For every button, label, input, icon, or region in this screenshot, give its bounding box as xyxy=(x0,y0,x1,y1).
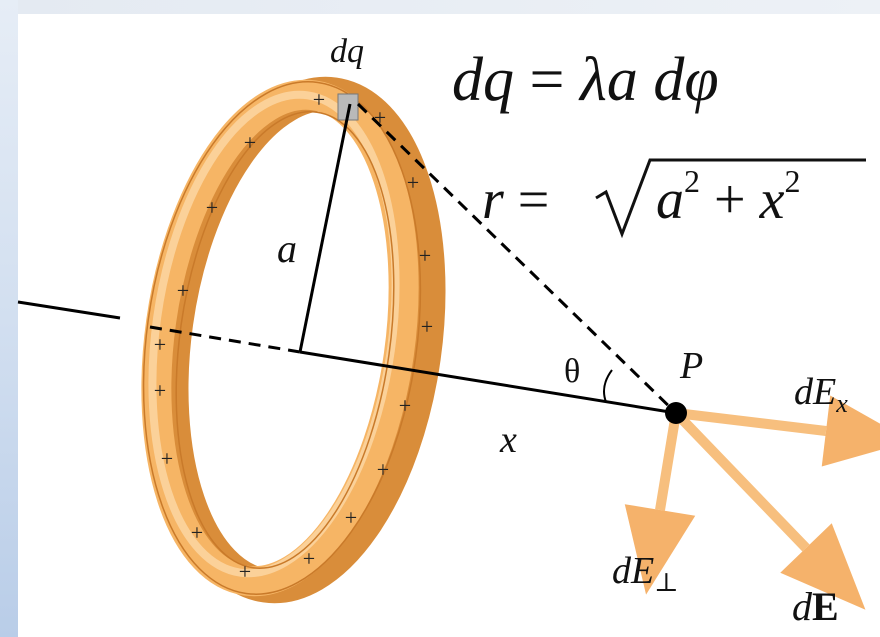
top-bar-background xyxy=(0,0,880,14)
sqrt-sign xyxy=(595,158,866,239)
label-a: a xyxy=(277,226,297,271)
plus-sign: + xyxy=(399,393,411,418)
plus-sign: + xyxy=(154,332,166,357)
plus-sign: + xyxy=(313,87,325,112)
plus-sign: + xyxy=(421,314,433,339)
plus-sign: + xyxy=(206,195,218,220)
axis-center-to-p xyxy=(299,350,677,415)
plus-sign: + xyxy=(407,170,419,195)
label-dEperp: dE⊥ xyxy=(612,550,679,597)
axis-hidden-dashed xyxy=(149,325,301,354)
label-theta: θ xyxy=(564,353,580,390)
label-x: x xyxy=(499,419,517,461)
charge-plus-signs: + + + + + + + + + + + + + + + + + xyxy=(154,87,433,584)
plus-sign: + xyxy=(191,520,203,545)
plus-sign: + xyxy=(377,457,389,482)
plus-sign: + xyxy=(345,505,357,530)
plus-sign: + xyxy=(419,243,431,268)
point-p xyxy=(665,402,687,424)
ring-inner-edge xyxy=(175,111,395,569)
r-dashed-line xyxy=(356,102,678,415)
plus-sign: + xyxy=(239,559,251,584)
ring-outer-edge xyxy=(142,81,422,595)
label-dE: dE xyxy=(792,584,839,629)
label-dq: dq xyxy=(330,33,364,70)
arrow-dEx xyxy=(675,395,880,467)
radius-line xyxy=(298,103,352,353)
plus-sign: + xyxy=(374,105,386,130)
arrow-dEperp xyxy=(624,412,696,595)
left-sidebar-gradient xyxy=(0,0,18,637)
plus-sign: + xyxy=(244,130,256,155)
plus-sign: + xyxy=(303,546,315,571)
plus-sign: + xyxy=(154,378,166,403)
arrow-dE xyxy=(672,409,866,610)
plus-sign: + xyxy=(177,278,189,303)
label-dEx: dEx xyxy=(794,371,848,418)
theta-arc xyxy=(603,369,613,403)
ring-highlight xyxy=(148,90,400,578)
label-p: P xyxy=(679,345,703,387)
equation-dq: dq = λa dφ xyxy=(452,46,719,114)
equation-r-radicand: a2 + x2 xyxy=(656,163,800,231)
equation-r: r = xyxy=(482,169,549,231)
axis-left xyxy=(17,300,121,320)
plus-sign: + xyxy=(161,446,173,471)
